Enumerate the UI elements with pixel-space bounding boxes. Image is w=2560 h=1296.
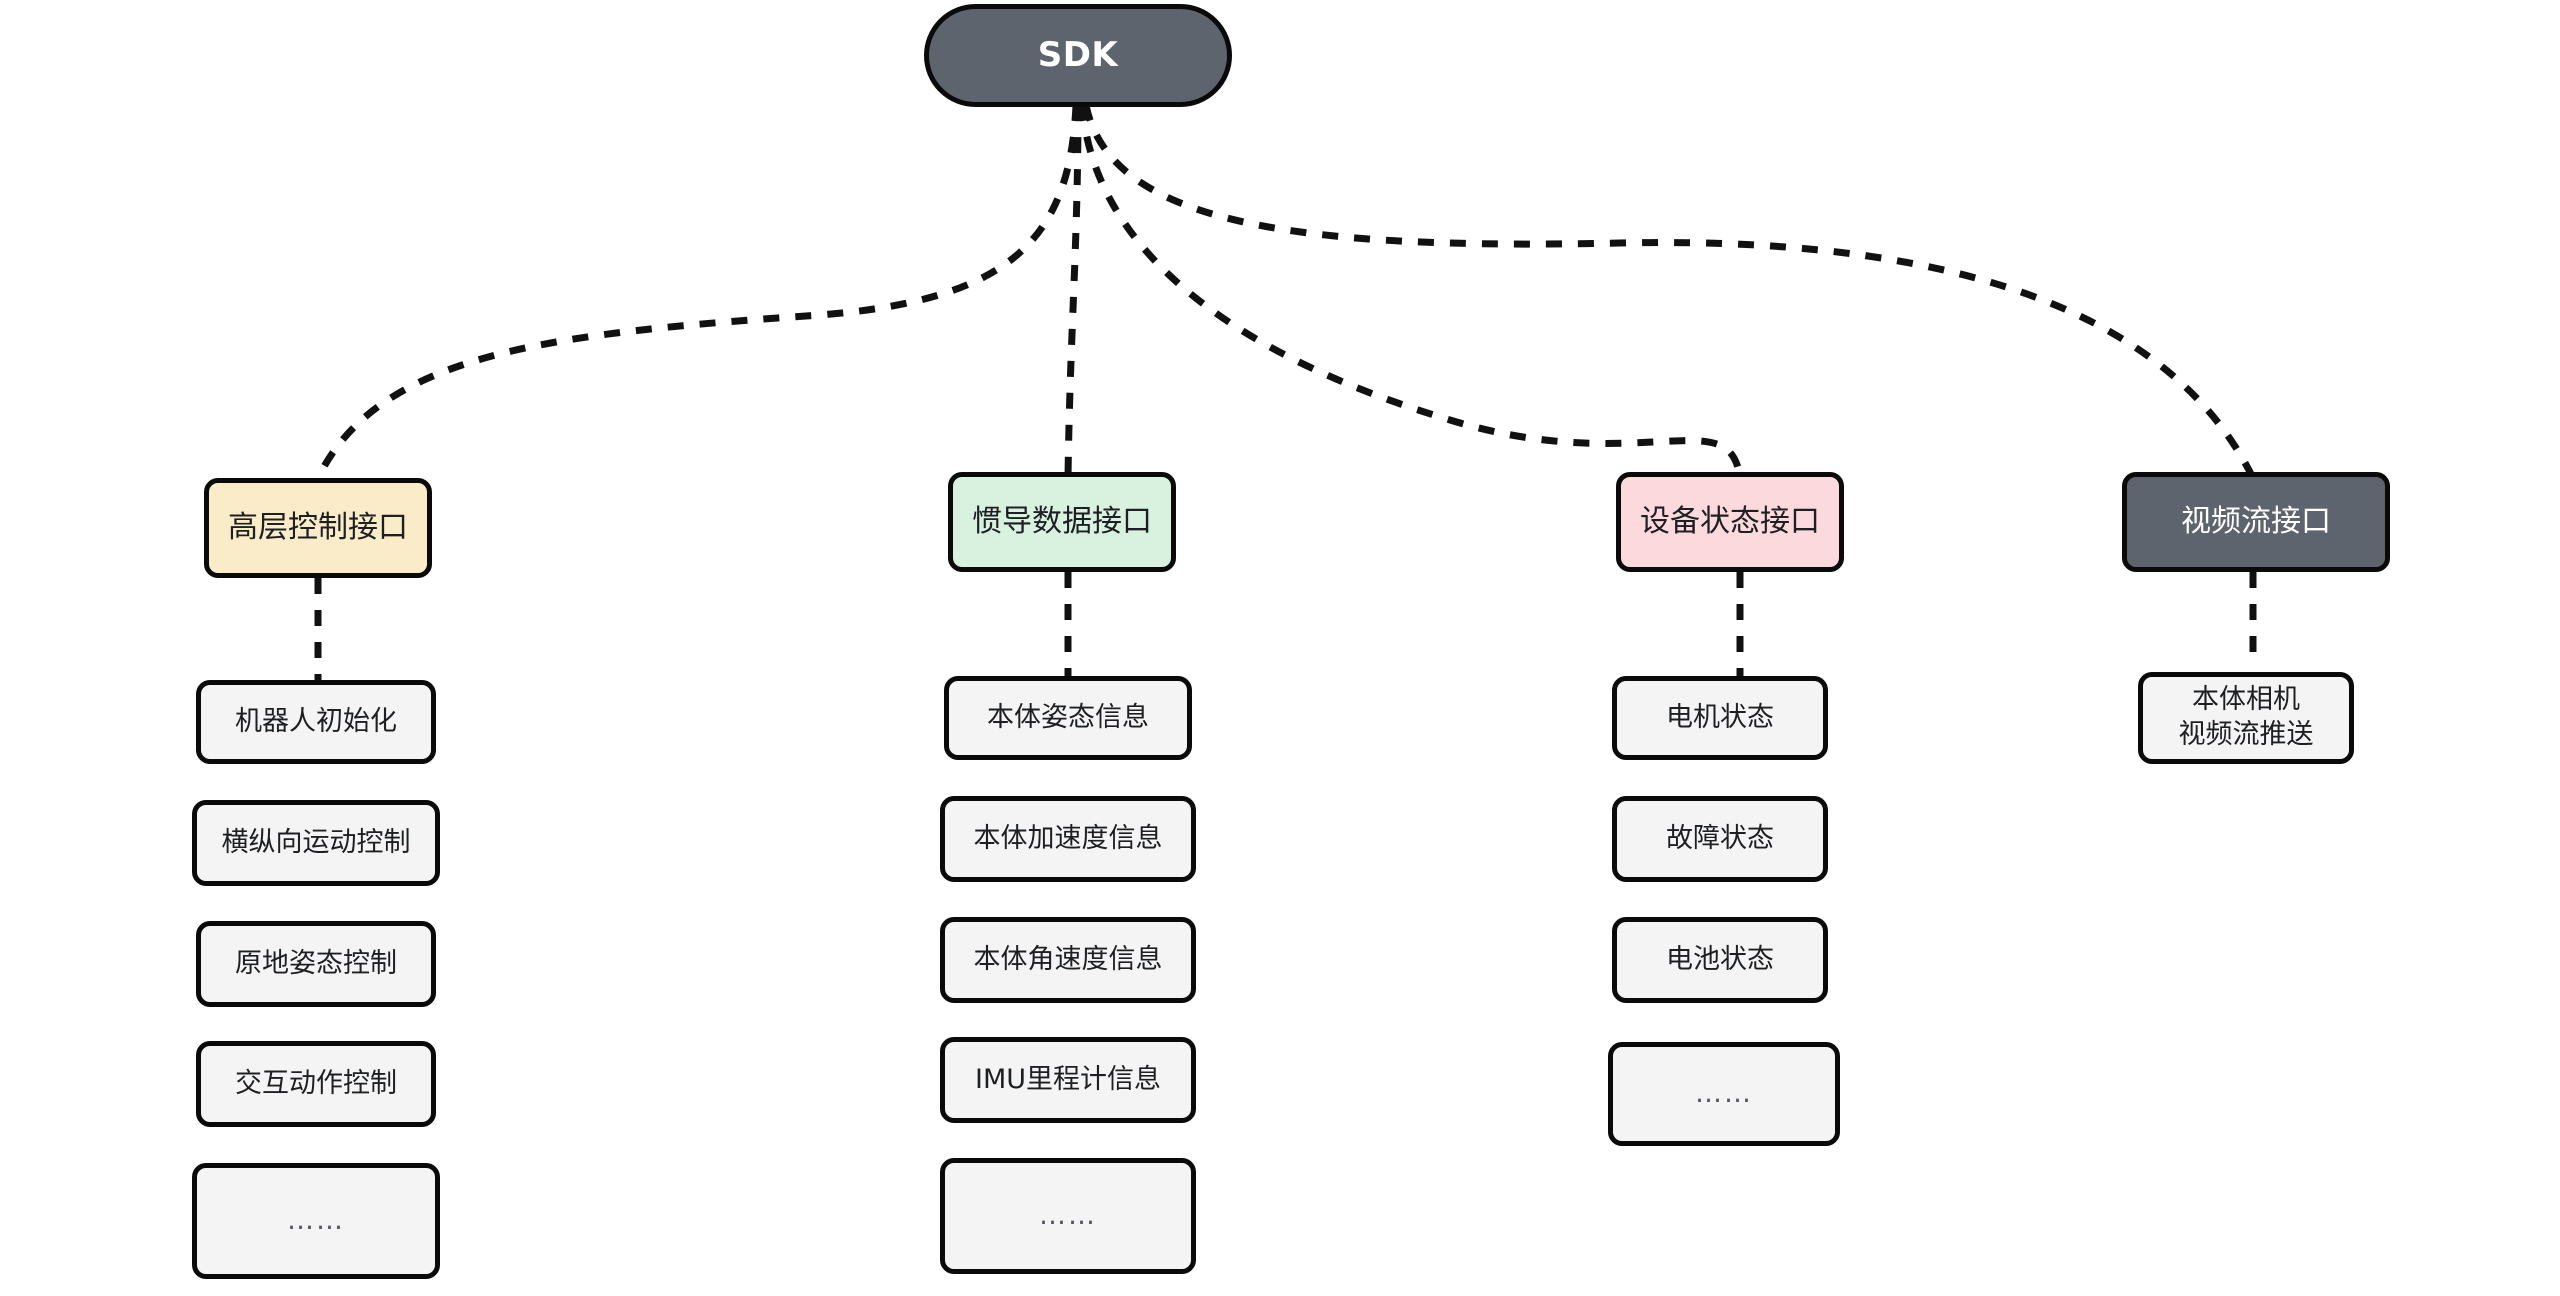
node-robot-init[interactable]: 机器人初始化 xyxy=(196,680,436,764)
node-motor-status[interactable]: 电机状态 xyxy=(1612,676,1828,760)
edge-sdk-to-inertial-data xyxy=(1064,104,1082,479)
node-battery-status[interactable]: 电池状态 xyxy=(1612,917,1828,1003)
node-inertial-data[interactable]: 惯导数据接口 xyxy=(948,472,1176,572)
node-body-angular-velocity-info-label: 本体角速度信息 xyxy=(973,943,1163,975)
node-interactive-action-control[interactable]: 交互动作控制 xyxy=(196,1041,436,1127)
node-body-posture-info-label: 本体姿态信息 xyxy=(987,701,1149,733)
node-high-level-control[interactable]: 高层控制接口 xyxy=(204,478,432,578)
node-interactive-action-control-label: 交互动作控制 xyxy=(235,1067,397,1099)
node-body-acceleration-info-label: 本体加速度信息 xyxy=(973,822,1163,854)
node-imu-odometry-info[interactable]: IMU里程计信息 xyxy=(940,1037,1196,1123)
node-inertial-data-more-label: …… xyxy=(1039,1199,1097,1231)
node-device-status-more[interactable]: …… xyxy=(1608,1042,1840,1146)
node-body-acceleration-info[interactable]: 本体加速度信息 xyxy=(940,796,1196,882)
node-lateral-longitudinal-motion-control[interactable]: 横纵向运动控制 xyxy=(192,800,440,886)
node-high-level-control-more[interactable]: …… xyxy=(192,1163,440,1279)
node-body-angular-velocity-info[interactable]: 本体角速度信息 xyxy=(940,917,1196,1003)
edge-sdk-to-device-status xyxy=(1078,104,1744,479)
node-inertial-data-label: 惯导数据接口 xyxy=(972,503,1152,539)
node-high-level-control-more-label: …… xyxy=(287,1204,345,1236)
node-video-stream[interactable]: 视频流接口 xyxy=(2122,472,2390,572)
node-robot-init-label: 机器人初始化 xyxy=(235,705,397,737)
node-sdk[interactable]: SDK xyxy=(924,4,1232,107)
node-video-stream-label: 视频流接口 xyxy=(2181,503,2331,539)
node-battery-status-label: 电池状态 xyxy=(1666,943,1774,975)
node-device-status[interactable]: 设备状态接口 xyxy=(1616,472,1844,572)
node-in-place-posture-control-label: 原地姿态控制 xyxy=(235,947,397,979)
node-device-status-more-label: …… xyxy=(1695,1077,1753,1109)
node-device-status-label: 设备状态接口 xyxy=(1640,503,1820,539)
node-imu-odometry-info-label: IMU里程计信息 xyxy=(974,1063,1162,1095)
node-inertial-data-more[interactable]: …… xyxy=(940,1158,1196,1274)
edge-sdk-to-high-level-control xyxy=(314,104,1080,480)
node-sdk-label: SDK xyxy=(1037,34,1119,75)
node-in-place-posture-control[interactable]: 原地姿态控制 xyxy=(196,921,436,1007)
node-lateral-longitudinal-motion-control-label: 横纵向运动控制 xyxy=(221,826,411,858)
node-body-posture-info[interactable]: 本体姿态信息 xyxy=(944,676,1192,760)
node-body-camera-video-push-label: 本体相机 视频流推送 xyxy=(2178,684,2314,750)
edge-sdk-to-video-stream xyxy=(1082,104,2257,480)
node-high-level-control-label: 高层控制接口 xyxy=(228,509,408,545)
node-motor-status-label: 电机状态 xyxy=(1666,701,1774,733)
node-body-camera-video-push[interactable]: 本体相机 视频流推送 xyxy=(2138,672,2354,764)
node-fault-status[interactable]: 故障状态 xyxy=(1612,796,1828,882)
node-fault-status-label: 故障状态 xyxy=(1666,822,1774,854)
